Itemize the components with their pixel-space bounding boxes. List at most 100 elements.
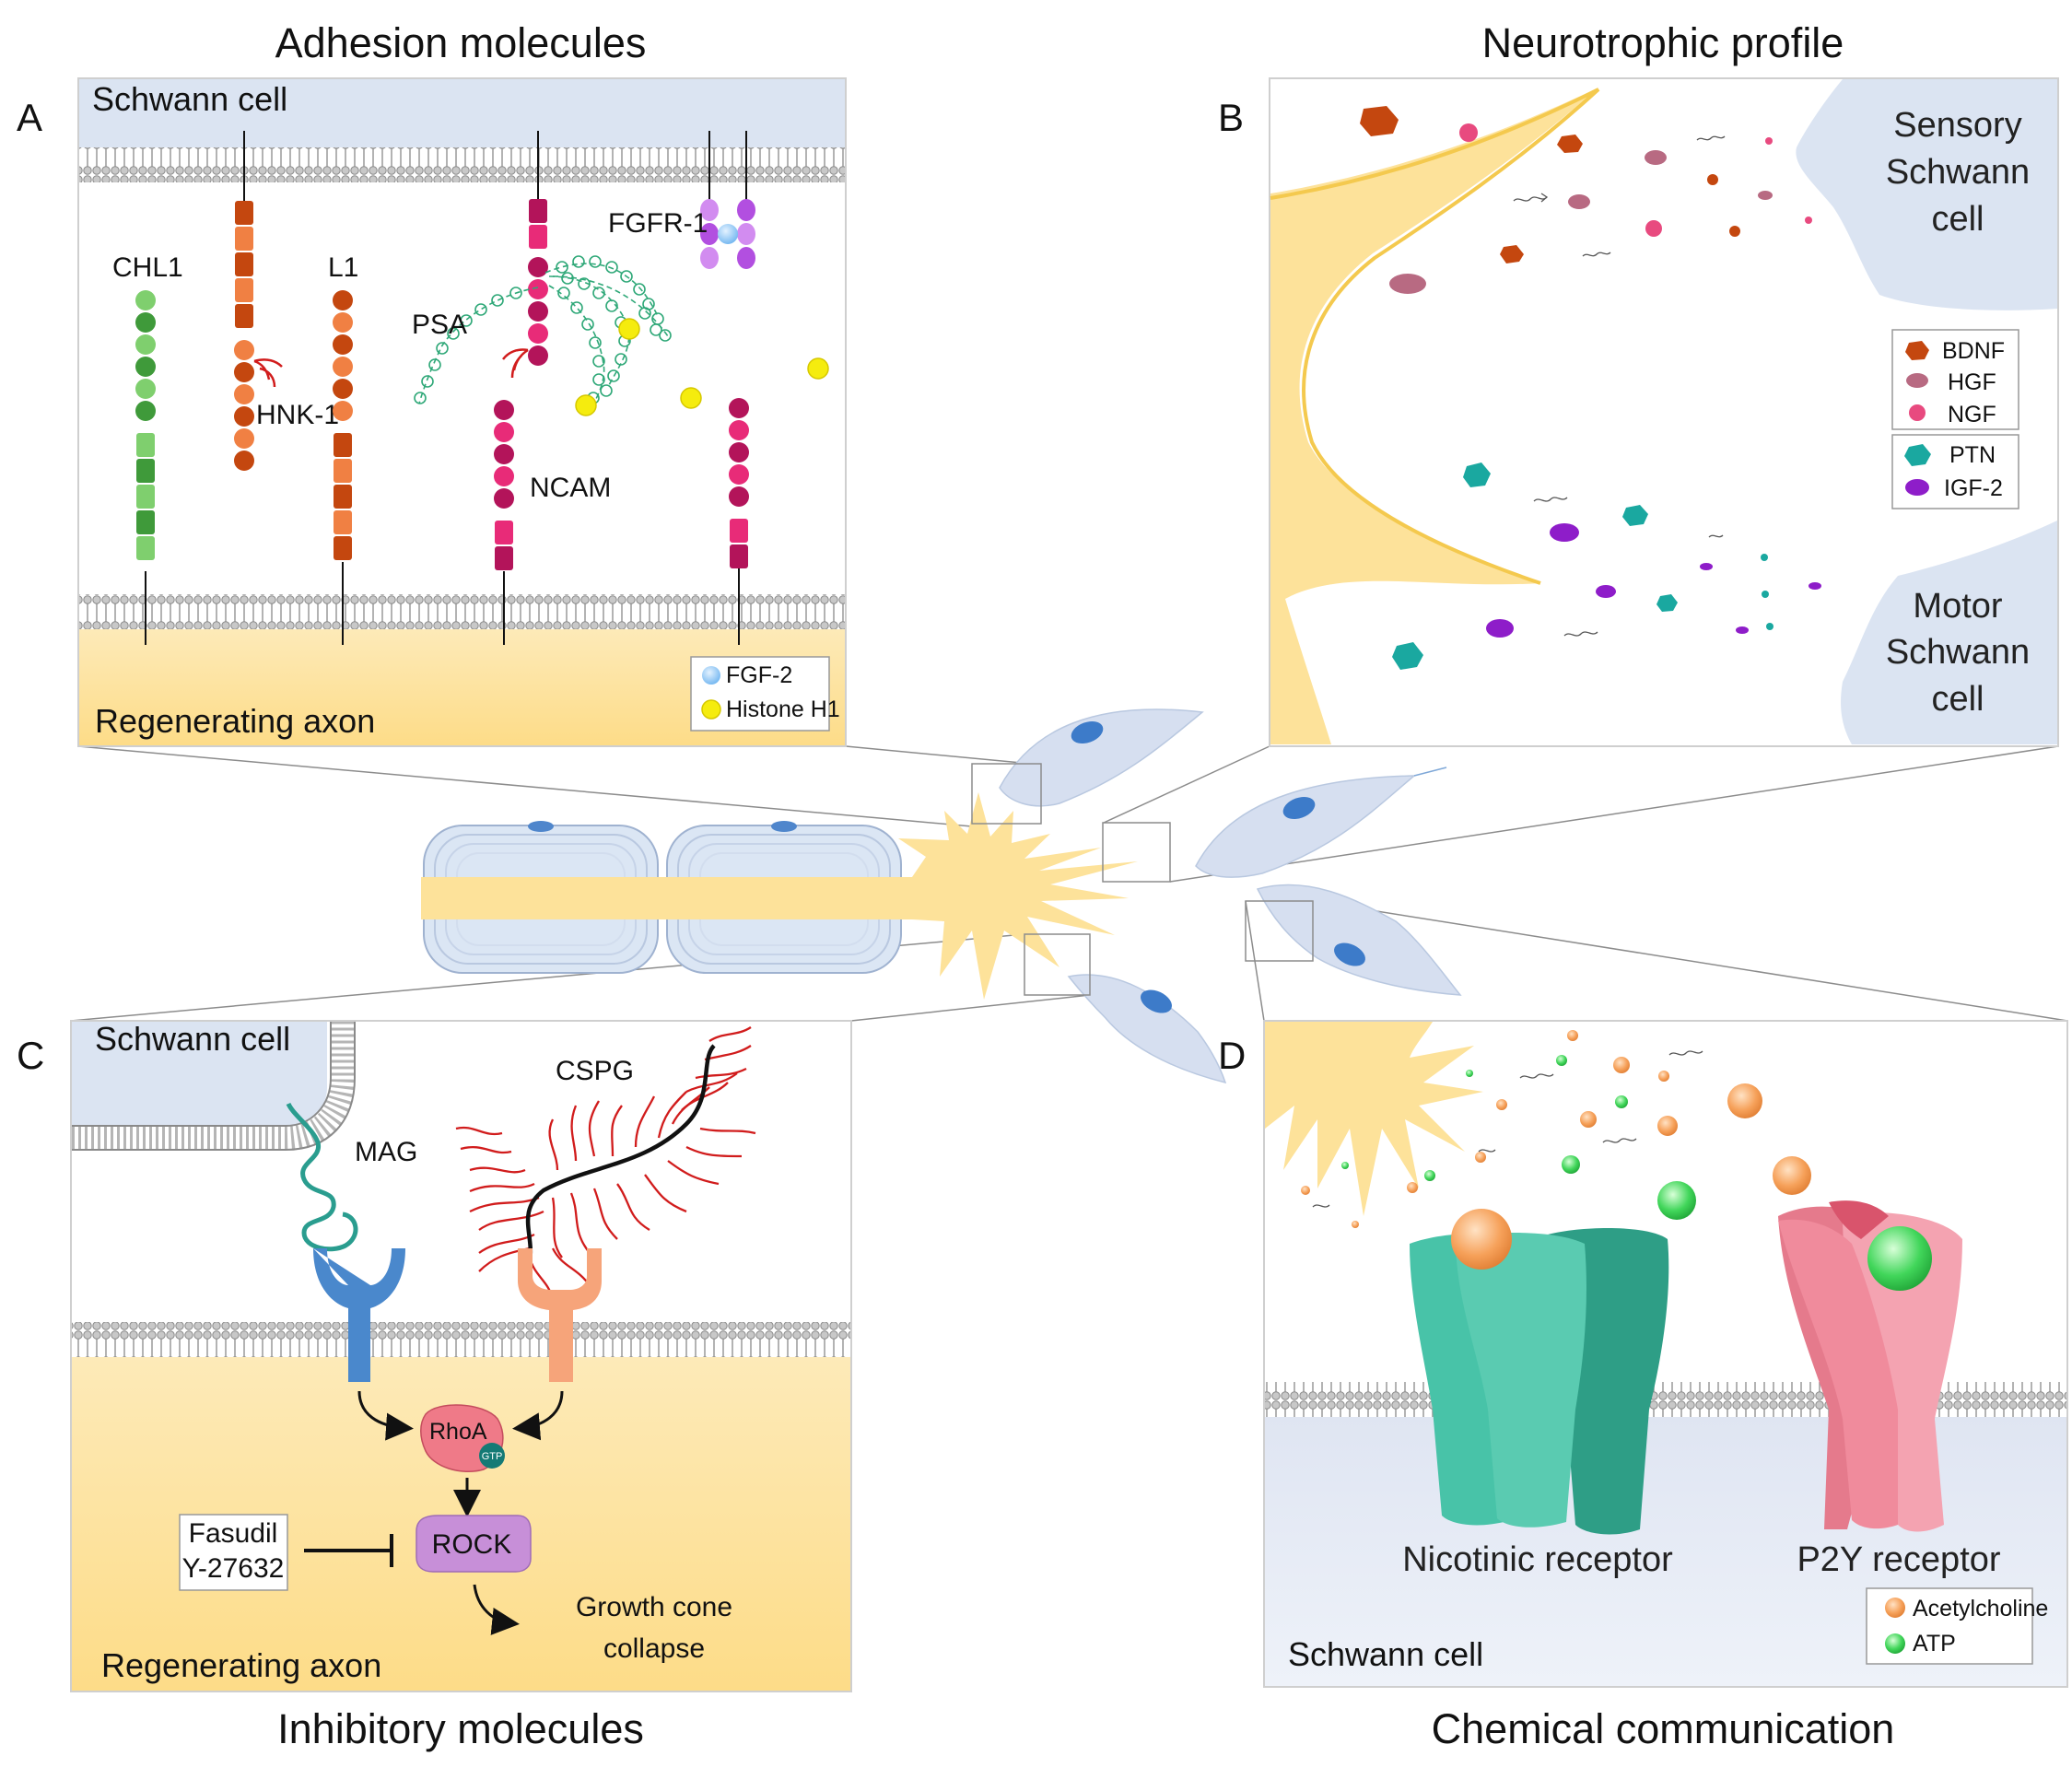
central-nerve-illustration [421, 708, 1462, 1084]
motor-label-3: cell [1931, 680, 1984, 719]
legend-igf2-label: IGF-2 [1944, 475, 2003, 501]
panel-c-axon-membrane [72, 1322, 850, 1357]
hgf-particles [1389, 150, 1773, 294]
zoom-box-d [1245, 900, 1314, 962]
mag-molecule [286, 1102, 358, 1252]
fgfr1-label: FGFR-1 [608, 208, 708, 239]
panel-a-bottom-membrane [79, 594, 845, 629]
zoom-box-a [971, 763, 1042, 825]
fgfr1-receptor [700, 131, 755, 269]
central-schwann-cell-1 [999, 708, 1204, 807]
legend-ngf-label: NGF [1948, 402, 1996, 427]
gtp-label: GTP [482, 1451, 503, 1462]
igf2-particles [1486, 523, 1821, 638]
panel-b: Sensory Schwann cell Motor Schwann cell [1269, 77, 2059, 747]
legend-ptn-label: PTN [1949, 442, 1996, 468]
panel-a-legend [690, 656, 830, 732]
acetylcholine-large-1 [1727, 1083, 1762, 1118]
hnk1-molecule [234, 131, 283, 471]
histone-h1-particles [575, 318, 829, 416]
central-schwann-cell-2 [1195, 767, 1447, 878]
cspg-receptor [518, 1248, 602, 1382]
l1-label: L1 [328, 252, 358, 283]
l1-molecule [333, 290, 353, 645]
panel-b-legend-sensory [1891, 329, 2019, 430]
acetylcholine-small [1301, 1030, 1678, 1228]
ncam-psa-molecule [502, 131, 548, 379]
chl1-label: CHL1 [112, 252, 183, 283]
motor-label-1: Motor [1913, 587, 2002, 626]
nicotinic-receptor [1410, 1228, 1669, 1535]
panel-c-axon-label: Regenerating axon [101, 1646, 381, 1684]
panel-a: Schwann cell Regenerating axon CHL1 [77, 77, 847, 747]
psa-label: PSA [412, 310, 467, 340]
atp-bound [1867, 1226, 1932, 1291]
panel-a-schwann-region [79, 79, 845, 149]
title-chemical: Chemical communication [1432, 1705, 1895, 1752]
mag-label: MAG [355, 1137, 417, 1167]
panel-d-schwann-label: Schwann cell [1288, 1635, 1483, 1673]
panel-c-schwann-membrane [72, 1022, 355, 1150]
panel-d-membrane [1265, 1382, 2066, 1417]
panel-b-growth-cone [1270, 88, 1598, 744]
ncam-molecule-1 [494, 400, 514, 645]
panel-d-growth-cone [1265, 1022, 1483, 1216]
panel-c: Schwann cell Regenerating axon MAG [70, 1020, 852, 1692]
legend-histone-label: Histone H1 [726, 696, 840, 722]
ptn-particles [1392, 462, 1773, 670]
panel-d-legend [1866, 1587, 2033, 1665]
panel-b-legend-motor [1891, 434, 2019, 509]
acetylcholine-bound [1451, 1209, 1512, 1270]
atp-large-1 [1657, 1181, 1696, 1220]
diffusion-squiggles [1513, 135, 1726, 637]
legend-acetylcholine-label: Acetylcholine [1913, 1596, 2048, 1621]
acetylcholine-large-2 [1773, 1156, 1811, 1195]
cspg-label: CSPG [556, 1056, 634, 1086]
title-inhibitory: Inhibitory molecules [277, 1705, 644, 1752]
sensory-label-1: Sensory [1893, 106, 2021, 145]
panel-a-top-membrane [79, 147, 845, 182]
atp-small [1341, 1055, 1628, 1181]
sensory-label-3: cell [1931, 200, 1984, 239]
central-axon [421, 877, 937, 919]
inhibitor-box [179, 1514, 288, 1591]
outcome-label-2: collapse [603, 1633, 705, 1664]
arrow-mag-to-rhoa [357, 1390, 414, 1441]
nicotinic-label: Nicotinic receptor [1402, 1540, 1673, 1579]
central-growth-cone [898, 792, 1138, 1000]
ncam-molecule-2 [729, 398, 749, 645]
chl1-molecule [135, 290, 156, 645]
rock-label: ROCK [432, 1529, 512, 1560]
zoom-connector-lines [70, 745, 2068, 1022]
inhibitor-label-1: Fasudil [189, 1518, 278, 1549]
ngf-particles [1459, 123, 1812, 237]
legend-bdnf-label: BDNF [1942, 338, 2005, 364]
arrow-cspg-to-rhoa [512, 1390, 564, 1441]
outcome-label-1: Growth cone [576, 1592, 732, 1622]
ncam-label: NCAM [530, 473, 611, 503]
panel-d: Schwann cell N [1263, 1020, 2068, 1688]
panel-d-squiggles [1312, 1050, 1703, 1208]
legend-fgf2-label: FGF-2 [726, 662, 792, 688]
title-neurotrophic: Neurotrophic profile [1482, 19, 1844, 66]
zoom-box-c [1024, 933, 1091, 996]
legend-hgf-label: HGF [1948, 369, 1996, 395]
zoom-box-b [1102, 822, 1171, 883]
sensory-schwann-cell [1796, 79, 2057, 310]
panel-label-c: C [17, 1034, 44, 1077]
sensory-label-2: Schwann [1886, 153, 2030, 192]
rock-shape [416, 1515, 532, 1573]
panel-label-b: B [1218, 96, 1244, 139]
p2y-receptor [1778, 1200, 1962, 1532]
rhoa-label: RhoA [429, 1419, 487, 1445]
central-schwann-cell-4 [1067, 974, 1227, 1084]
motor-schwann-cell [1841, 521, 2057, 744]
panel-label-a: A [17, 96, 42, 139]
panel-a-axon-label: Regenerating axon [95, 702, 375, 740]
panel-c-schwann-region [72, 1022, 327, 1126]
title-adhesion: Adhesion molecules [275, 19, 647, 66]
panel-c-schwann-label: Schwann cell [95, 1020, 290, 1058]
inhibitor-label-2: Y-27632 [182, 1553, 285, 1584]
legend-atp-label: ATP [1913, 1631, 1956, 1656]
hnk1-label: HNK-1 [256, 400, 339, 430]
